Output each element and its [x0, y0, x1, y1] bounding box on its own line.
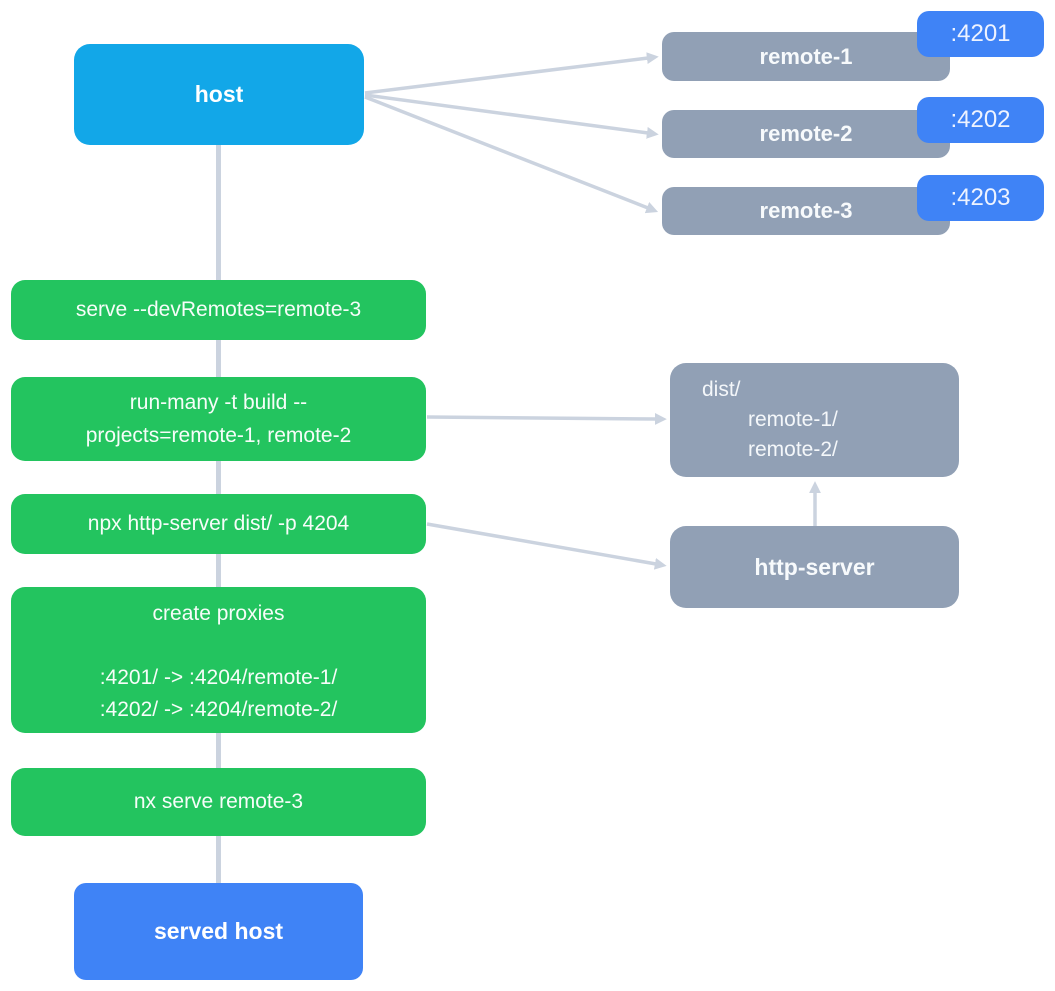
port-4203-label: :4203 — [950, 184, 1011, 211]
step-serve-label: serve --devRemotes=remote-3 — [75, 298, 362, 321]
remote-2-label: remote-2 — [759, 121, 853, 146]
http-server-label: http-server — [754, 553, 875, 580]
remote-1-node: remote-1 — [662, 32, 950, 81]
step-serve-dev-remotes: serve --devRemotes=remote-3 — [11, 280, 426, 340]
remote-2-node: remote-2 — [662, 110, 950, 158]
step-nx-serve-remote-3: nx serve remote-3 — [11, 768, 426, 836]
arrow-npx-to-http-server — [426, 522, 667, 570]
step-npx-http-server: npx http-server dist/ -p 4204 — [11, 494, 426, 554]
served-host-label: served host — [153, 918, 284, 944]
port-badge-4201: :4201 — [917, 11, 1044, 57]
remote-1-label: remote-1 — [759, 43, 853, 69]
port-badge-4202: :4202 — [917, 97, 1044, 143]
step-npx-label: npx http-server dist/ -p 4204 — [87, 512, 350, 535]
step-run-many-line-1: run-many -t build -- — [129, 391, 308, 414]
arrow-host-to-remote-2 — [364, 93, 659, 139]
dist-remote-1-label: remote-1/ — [748, 408, 838, 431]
port-4202-label: :4202 — [950, 106, 1011, 133]
step-create-proxies: create proxies :4201/ -> :4204/remote-1/… — [11, 587, 426, 733]
http-server-node: http-server — [670, 526, 959, 608]
dist-root-label: dist/ — [702, 378, 741, 401]
served-host-node: served host — [74, 883, 363, 980]
step-nx-serve-label: nx serve remote-3 — [133, 790, 304, 813]
port-badge-4203: :4203 — [917, 175, 1044, 221]
remote-3-label: remote-3 — [759, 198, 853, 223]
arrow-host-to-remote-3 — [364, 95, 659, 214]
host-label: host — [194, 81, 244, 107]
step-run-many-line-2: projects=remote-1, remote-2 — [85, 424, 352, 447]
remote-3-node: remote-3 — [662, 187, 950, 235]
step-run-many-build: run-many -t build -- projects=remote-1, … — [11, 377, 426, 461]
step-proxies-map-1: :4201/ -> :4204/remote-1/ — [99, 666, 338, 689]
arrow-host-to-remote-1 — [364, 52, 659, 95]
step-proxies-title: create proxies — [152, 602, 285, 625]
arrow-run-many-to-dist — [426, 413, 667, 425]
dist-remote-2-label: remote-2/ — [748, 438, 838, 461]
dist-folder-node: dist/ remote-1/ remote-2/ — [670, 363, 959, 477]
host-node: host — [74, 44, 364, 145]
port-4201-label: :4201 — [950, 20, 1011, 47]
step-proxies-map-2: :4202/ -> :4204/remote-2/ — [99, 698, 338, 721]
